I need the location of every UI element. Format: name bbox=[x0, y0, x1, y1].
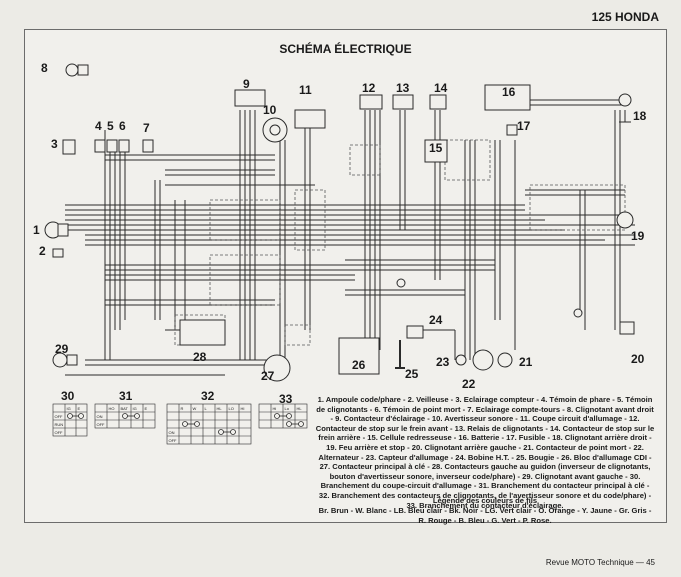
table-cell: BAT bbox=[121, 406, 129, 411]
diagram-frame: SCHÉMA ÉLECTRIQUE bbox=[24, 29, 667, 525]
table-cell: W bbox=[193, 406, 197, 411]
figure-caption: 1. Ampoule code/phare - 2. Veilleuse - 3… bbox=[315, 395, 655, 510]
component-number-2: 2 bbox=[39, 244, 46, 258]
component-number-31: 31 bbox=[119, 389, 133, 403]
legend-text: Br. Brun - W. Blanc - LB. Bleu clair - B… bbox=[318, 506, 652, 525]
component-number-5: 5 bbox=[107, 119, 114, 133]
component-number-29: 29 bbox=[55, 342, 69, 356]
table-cell: HI bbox=[241, 406, 245, 411]
component-number-26: 26 bbox=[352, 358, 366, 372]
component-number-18: 18 bbox=[633, 109, 647, 123]
component-number-22: 22 bbox=[462, 377, 476, 391]
spark-plug bbox=[395, 340, 405, 369]
component-number-27: 27 bbox=[261, 369, 275, 383]
table-cell: ON bbox=[169, 430, 175, 435]
table-cell: IG bbox=[133, 406, 137, 411]
table-cell: E bbox=[145, 406, 148, 411]
table-cell: LO bbox=[229, 406, 234, 411]
table-cell: HL bbox=[297, 406, 303, 411]
component-number-30: 30 bbox=[61, 389, 75, 403]
component-number-3: 3 bbox=[51, 137, 58, 151]
diagram-title: SCHÉMA ÉLECTRIQUE bbox=[279, 42, 412, 56]
component-number-20: 20 bbox=[631, 352, 645, 366]
legend-title: Légende des couleurs de fils bbox=[432, 496, 538, 505]
component-number-32: 32 bbox=[201, 389, 215, 403]
component-number-11: 11 bbox=[299, 83, 312, 97]
component-number-21: 21 bbox=[519, 355, 533, 369]
table-cell: IG bbox=[67, 406, 71, 411]
component-number-13: 13 bbox=[396, 81, 410, 95]
component-number-7: 7 bbox=[143, 121, 150, 135]
component-number-14: 14 bbox=[434, 81, 448, 95]
page-footer: Revue MOTO Technique — 45 bbox=[545, 558, 655, 567]
component-number-23: 23 bbox=[436, 355, 450, 369]
component-number-12: 12 bbox=[362, 81, 376, 95]
component-number-4: 4 bbox=[95, 119, 102, 133]
table-cell: OFF bbox=[55, 430, 64, 435]
component-number-8: 8 bbox=[41, 61, 48, 75]
component-number-6: 6 bbox=[119, 119, 126, 133]
component-number-25: 25 bbox=[405, 367, 419, 381]
component-number-15: 15 bbox=[429, 141, 443, 155]
page-header: 125 HONDA bbox=[591, 10, 659, 24]
component-number-1: 1 bbox=[33, 223, 40, 237]
wire-harness bbox=[65, 99, 635, 376]
component-number-24: 24 bbox=[429, 313, 443, 327]
table-cell: HO bbox=[109, 406, 115, 411]
component-number-19: 19 bbox=[631, 229, 645, 243]
table-cell: Lo bbox=[285, 406, 290, 411]
connector-tables: IG E OFF RUN OFF HO BAT IG E ON OFF R W L HL LO HI ON OFF H… bbox=[52, 403, 308, 445]
component-number-10: 10 bbox=[263, 103, 277, 117]
wiring-diagram: IG E OFF RUN OFF HO BAT IG E ON OFF R W L HL LO HI ON OFF H… bbox=[33, 61, 647, 445]
component-number-17: 17 bbox=[517, 119, 531, 133]
components bbox=[44, 63, 635, 382]
component-number-16: 16 bbox=[502, 85, 516, 99]
table-cell: E bbox=[78, 406, 81, 411]
table-cell: OFF bbox=[55, 414, 64, 419]
table-cell: OFF bbox=[169, 438, 178, 443]
table-cell: Hi bbox=[273, 406, 277, 411]
table-cell: OFF bbox=[97, 422, 106, 427]
component-number-28: 28 bbox=[193, 350, 207, 364]
table-cell: R bbox=[181, 406, 184, 411]
table-cell: RUN bbox=[55, 422, 64, 427]
component-number-9: 9 bbox=[243, 77, 250, 91]
component-number-33: 33 bbox=[279, 392, 293, 406]
table-cell: ON bbox=[97, 414, 103, 419]
table-cell: HL bbox=[217, 406, 223, 411]
table-cell: L bbox=[205, 406, 208, 411]
